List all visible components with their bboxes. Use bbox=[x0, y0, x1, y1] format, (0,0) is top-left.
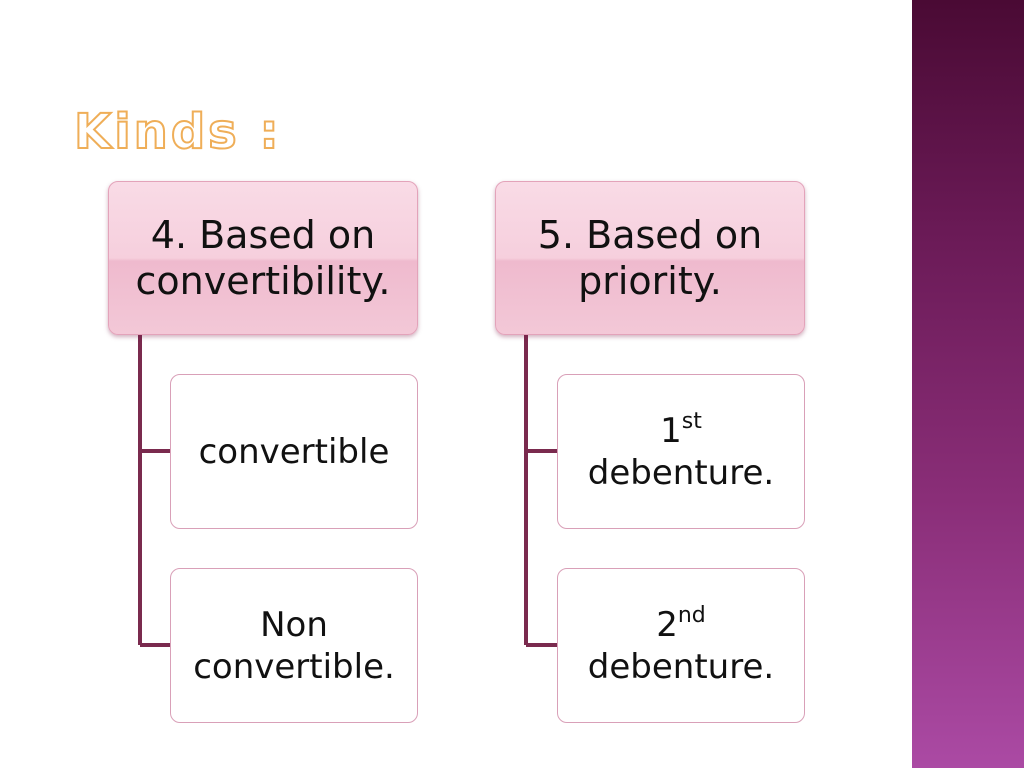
group-heading-priority: 5. Based on priority. bbox=[495, 181, 805, 335]
node-label-line-2: debenture. bbox=[587, 646, 775, 687]
heading-line-2: priority. bbox=[578, 259, 722, 303]
node-second-debenture: 2nd debenture. bbox=[557, 568, 805, 723]
node-non-convertible: Non convertible. bbox=[170, 568, 418, 723]
node-ordinal-line: 2nd bbox=[588, 604, 774, 646]
node-label-line-1: Non bbox=[260, 604, 328, 645]
ordinal-suffix: nd bbox=[677, 602, 706, 628]
node-first-debenture: 1st debenture. bbox=[557, 374, 805, 529]
decorative-sidebar bbox=[912, 0, 1024, 768]
group-heading-convertibility: 4. Based on convertibility. bbox=[108, 181, 418, 335]
node-label: convertible bbox=[198, 431, 390, 472]
ordinal-number: 1 bbox=[660, 410, 682, 451]
node-label-line-2: debenture. bbox=[587, 452, 775, 493]
ordinal-suffix: st bbox=[681, 408, 702, 434]
ordinal-number: 2 bbox=[656, 604, 678, 645]
node-label-line-2: convertible. bbox=[193, 646, 395, 687]
node-convertible: convertible bbox=[170, 374, 418, 529]
heading-line-1: 4. Based on bbox=[150, 213, 376, 257]
heading-line-1: 5. Based on bbox=[537, 213, 763, 257]
heading-line-2: convertibility. bbox=[135, 259, 391, 303]
slide-title: Kinds : bbox=[73, 103, 282, 161]
node-ordinal-line: 1st bbox=[588, 410, 774, 452]
